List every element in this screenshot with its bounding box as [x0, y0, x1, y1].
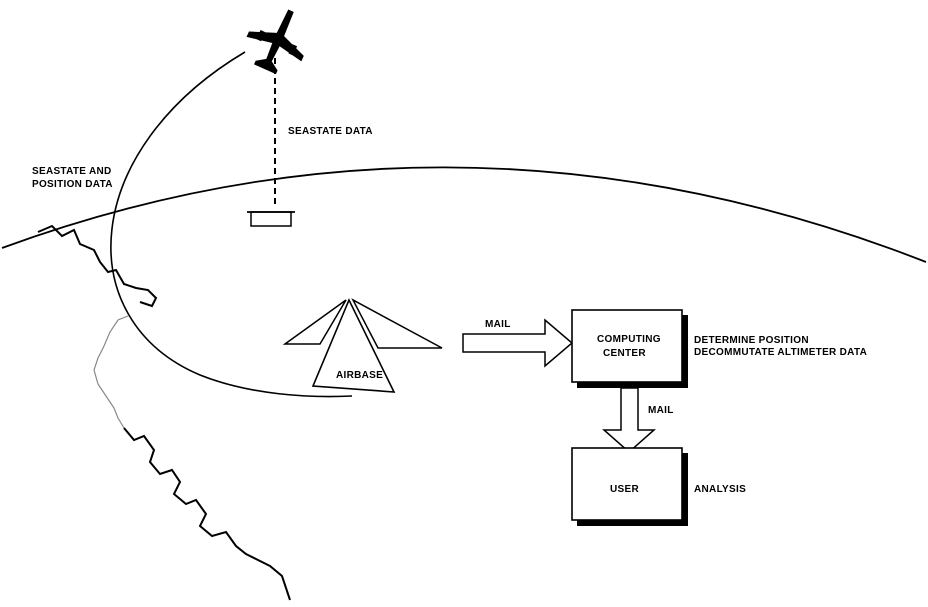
coastline-lower: [123, 427, 291, 601]
decommutate-label: DECOMMUTATE ALTIMETER DATA: [694, 347, 867, 358]
airplane-icon: [246, 9, 304, 75]
user-box: [571, 447, 688, 526]
seastate-position-label-line2: POSITION DATA: [32, 179, 113, 190]
computing-center-label-line1: COMPUTING: [597, 334, 661, 345]
mail-label-1: MAIL: [485, 319, 511, 330]
computing-center-box: [571, 309, 688, 388]
earth-horizon-arc: [1, 166, 927, 263]
computing-center-label-line2: CENTER: [603, 348, 646, 359]
buoy-icon: [247, 211, 295, 227]
seastate-position-label-line1: SEASTATE AND: [32, 166, 112, 177]
seastate-data-label: SEASTATE DATA: [288, 126, 373, 137]
mail-arrow-down: [602, 387, 656, 453]
airbase-label: AIRBASE: [336, 370, 383, 381]
mail-arrow-right: [462, 318, 574, 368]
coastline-faint: [93, 315, 129, 429]
user-label: USER: [610, 484, 639, 495]
determine-position-label: DETERMINE POSITION: [694, 335, 809, 346]
flight-path-arc: [110, 51, 353, 398]
analysis-label: ANALYSIS: [694, 484, 746, 495]
coastline: [37, 224, 158, 308]
mail-label-2: MAIL: [648, 405, 674, 416]
airbase-hangar: [282, 298, 443, 393]
